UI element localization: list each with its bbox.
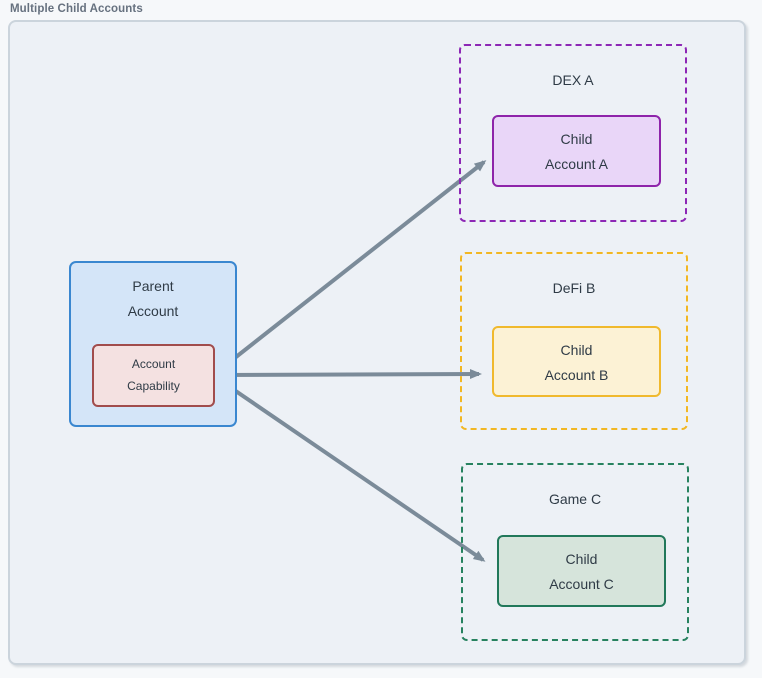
group-title-dex-a: DEX A — [552, 72, 594, 88]
group-container-defi-b: DeFi B Child Account B — [460, 252, 688, 430]
child-b-label-line1: Child — [560, 342, 593, 358]
page-title: Multiple Child Accounts — [10, 3, 143, 15]
group-container-game-c: Game C Child Account C — [461, 463, 689, 641]
child-account-b-node: Child Account B — [492, 326, 661, 397]
capability-label-line1: Account — [131, 357, 176, 371]
parent-account-label-line2: Account — [127, 303, 179, 319]
group-title-defi-b: DeFi B — [552, 280, 596, 296]
group-container-dex-a: DEX A Child Account A — [459, 44, 687, 222]
parent-account-label-line1: Parent — [132, 278, 174, 294]
parent-account-node: Parent Account Account Capability — [69, 261, 237, 427]
capability-label-line2: Capability — [127, 379, 180, 393]
child-account-a-node: Child Account A — [492, 115, 661, 187]
group-title-game-c: Game C — [548, 491, 602, 507]
child-a-label-line2: Account A — [544, 156, 609, 172]
child-c-label-line1: Child — [565, 551, 598, 567]
child-b-label-line2: Account B — [544, 367, 609, 383]
child-account-c-node: Child Account C — [497, 535, 666, 607]
account-capability-node: Account Capability — [92, 344, 215, 407]
child-a-label-line1: Child — [560, 131, 593, 147]
child-c-label-line2: Account C — [549, 576, 614, 592]
